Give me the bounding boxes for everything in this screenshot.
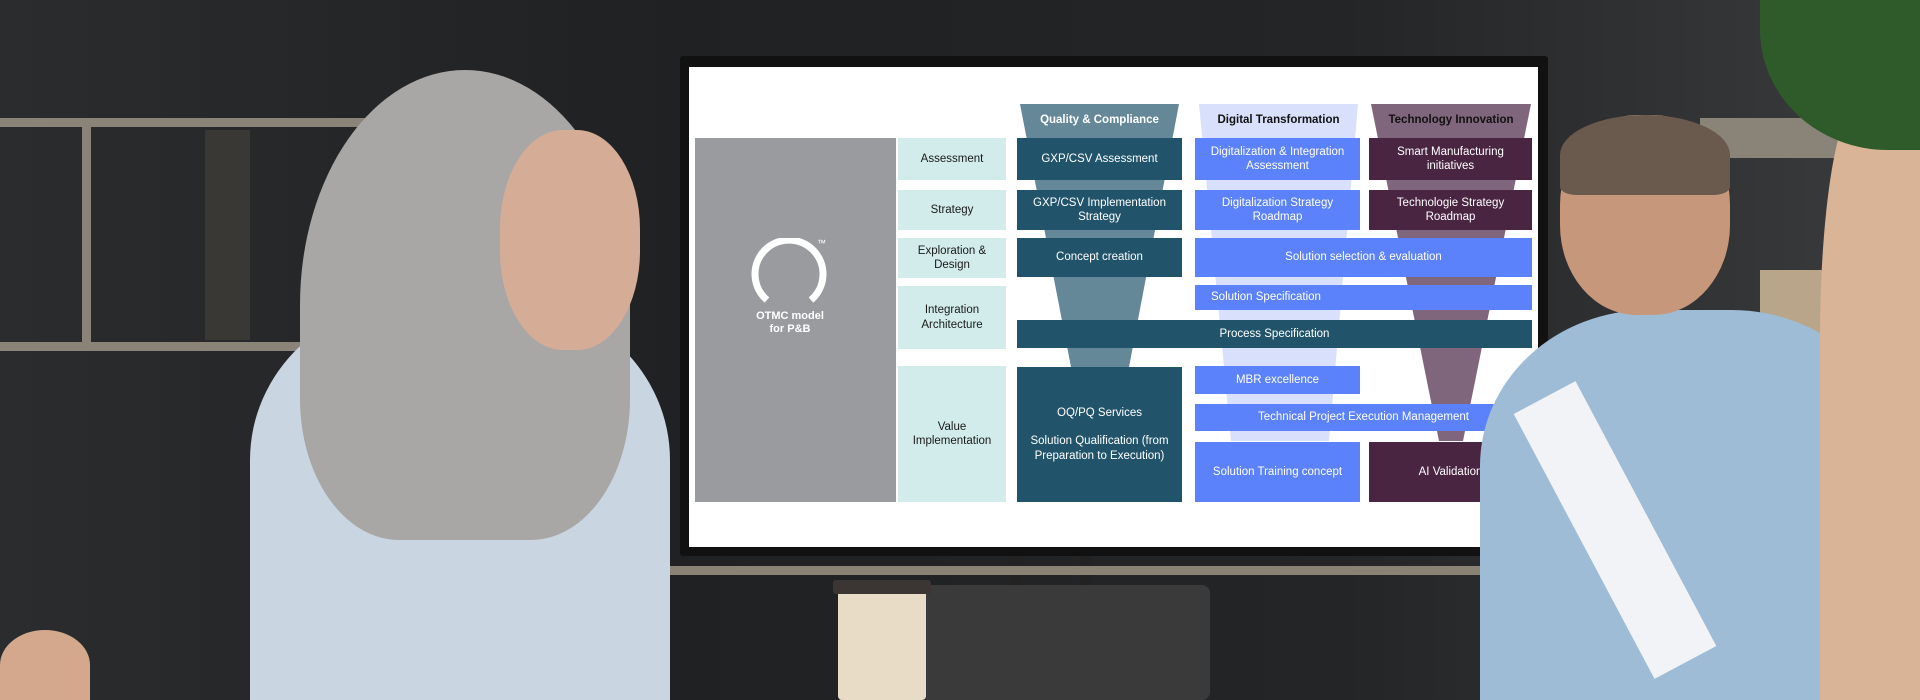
logo-caption: OTMC model for P&B — [695, 310, 885, 336]
row-label-value: Value Implementation — [898, 366, 1006, 502]
coffee-lid — [833, 580, 931, 594]
block-tech-project: Technical Project Execution Management — [1195, 404, 1532, 431]
person-right-partial — [1820, 100, 1920, 700]
column-header-quality: Quality & Compliance — [1040, 114, 1159, 127]
binder — [205, 130, 250, 340]
shelf — [82, 118, 91, 348]
row-label-exploration: Exploration & Design — [898, 238, 1006, 278]
block-gxp-assessment: GXP/CSV Assessment — [1017, 138, 1182, 180]
block-solution-training: Solution Training concept — [1195, 442, 1360, 502]
logo-line2: for P&B — [769, 323, 811, 336]
trademark: ™ — [817, 238, 826, 248]
row-label-assessment: Assessment — [898, 138, 1006, 180]
credenza — [645, 566, 1565, 575]
block-gxp-strategy: GXP/CSV Implementation Strategy — [1017, 190, 1182, 230]
shelf — [0, 342, 560, 351]
shelf — [0, 118, 440, 127]
block-oqpq: OQ/PQ Services Solution Qualification (f… — [1017, 367, 1182, 502]
column-header-technology: Technology Innovation — [1388, 114, 1514, 127]
row-label-integration: Integration Architecture — [898, 286, 1006, 349]
coffee-cup — [838, 585, 926, 700]
person-man-hair — [1560, 115, 1730, 195]
chair — [920, 585, 1210, 700]
block-process-specification: Process Specification — [1017, 320, 1532, 348]
person-left-partial — [0, 630, 90, 700]
block-dig-strategy: Digitalization Strategy Roadmap — [1195, 190, 1360, 230]
block-dig-assessment: Digitalization & Integration Assessment — [1195, 138, 1360, 180]
person-woman-face — [500, 130, 640, 350]
logo-line1: OTMC model — [756, 310, 824, 322]
solution-qualification: Solution Qualification (from Preparation… — [1030, 435, 1169, 462]
block-solution-specification: Solution Specification — [1195, 285, 1532, 310]
block-solution-selection: Solution selection & evaluation — [1195, 238, 1532, 277]
otmc-ring-icon — [751, 238, 827, 303]
block-smart-manufacturing: Smart Manufacturing initiatives — [1369, 138, 1532, 180]
block-mbr-excellence: MBR excellence — [1195, 366, 1360, 394]
otmc-logo-panel: ™ OTMC model for P&B — [695, 138, 896, 502]
block-concept-creation: Concept creation — [1017, 238, 1182, 277]
oqpq-services: OQ/PQ Services — [1057, 406, 1142, 419]
block-tech-strategy: Technologie Strategy Roadmap — [1369, 190, 1532, 230]
column-header-digital: Digital Transformation — [1217, 114, 1340, 127]
row-label-strategy: Strategy — [898, 190, 1006, 230]
